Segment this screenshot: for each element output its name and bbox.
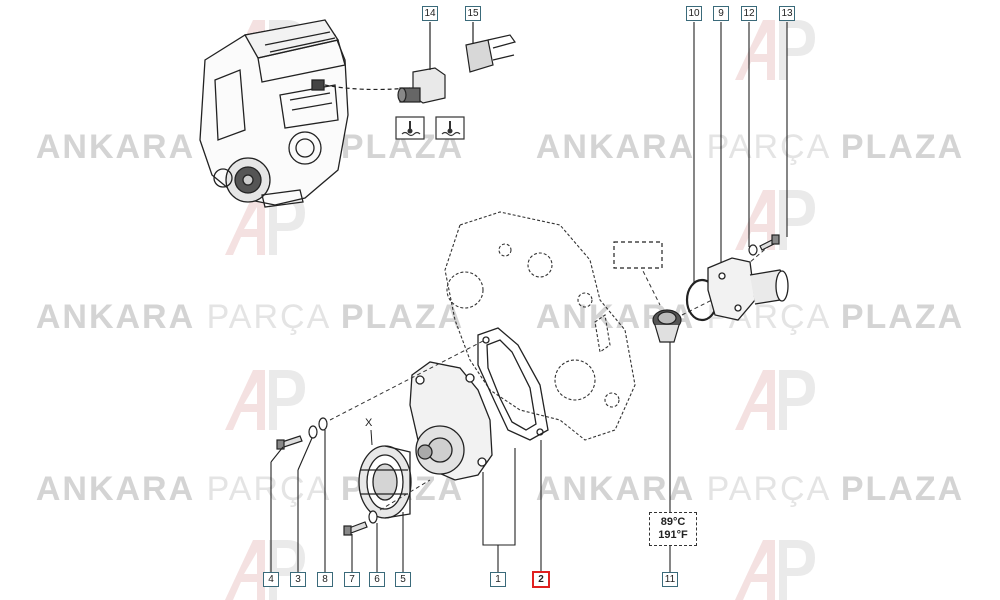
housing-screw <box>748 234 780 256</box>
water-pump <box>409 361 493 481</box>
sensor-connector <box>465 22 516 73</box>
callout-14[interactable]: 14 <box>422 6 438 21</box>
marker-x-label: X <box>365 417 373 429</box>
callout-9[interactable]: 9 <box>713 6 729 21</box>
pump-bolts <box>276 417 378 536</box>
callout-8[interactable]: 8 <box>317 572 333 587</box>
callout-7[interactable]: 7 <box>344 572 360 587</box>
water-pump-gasket <box>477 327 549 441</box>
callout-12[interactable]: 12 <box>741 6 757 21</box>
thermostat <box>613 241 682 343</box>
callout-13[interactable]: 13 <box>779 6 795 21</box>
callout-5[interactable]: 5 <box>395 572 411 587</box>
callout-6[interactable]: 6 <box>369 572 385 587</box>
callout-2-highlighted[interactable]: 2 <box>532 571 550 588</box>
temperature-fahrenheit: 191°F <box>658 529 688 541</box>
temperature-sensor <box>397 22 446 104</box>
coolant-warning-icons <box>395 116 465 140</box>
thermostat-housing <box>707 257 789 321</box>
water-pump-pulley <box>358 429 412 519</box>
temperature-celsius: 89°C <box>660 516 686 528</box>
engine-block-outline <box>444 211 636 441</box>
engine-sensor-link <box>324 84 411 91</box>
callout-3[interactable]: 3 <box>290 572 306 587</box>
engine-assembly <box>199 19 349 208</box>
callout-1[interactable]: 1 <box>490 572 506 587</box>
callout-11[interactable]: 11 <box>662 572 678 587</box>
leader-lines <box>270 22 788 572</box>
thermostat-temperature-label: 89°C 191°F <box>649 512 697 546</box>
callout-4[interactable]: 4 <box>263 572 279 587</box>
callout-15[interactable]: 15 <box>465 6 481 21</box>
callout-10[interactable]: 10 <box>686 6 702 21</box>
